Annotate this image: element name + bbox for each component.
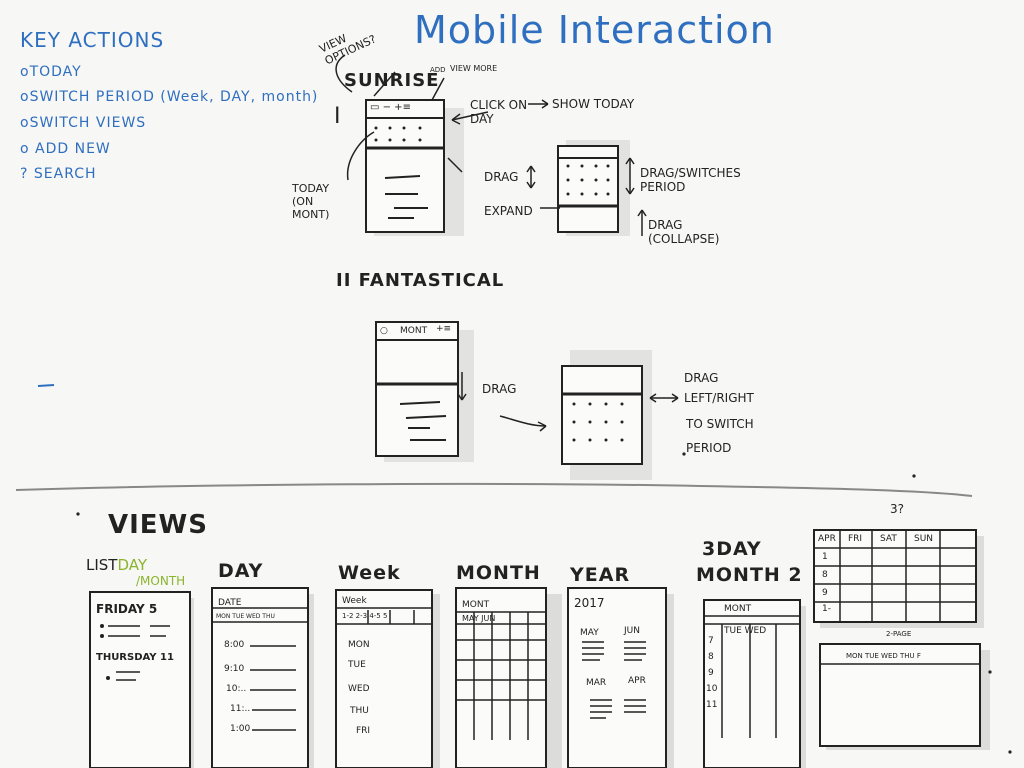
day-view-time: 11:.. [230, 704, 251, 714]
three-day-view-header: MONT [724, 604, 752, 614]
key-action-item: ? SEARCH [20, 166, 97, 182]
show-today-note: SHOW TODAY [552, 97, 635, 111]
list-view-label: LISTDAY [86, 556, 148, 574]
two-page-columns: MON TUE WED THU F [846, 652, 921, 660]
year-view-header: 2017 [574, 596, 605, 610]
extra-row: 9 [822, 588, 828, 598]
two-page-label: 2-PAGE [886, 630, 912, 638]
key-action-item: oTODAY [20, 64, 82, 80]
year-month-label: MAY [580, 628, 599, 638]
sunrise-numeral: I [334, 104, 341, 129]
key-action-item: oSWITCH PERIOD (Week, DAY, month) [20, 89, 319, 105]
sunrise-phone-expanded [557, 140, 630, 236]
key-actions-heading: KEY ACTIONS [20, 28, 165, 52]
today-on-month-note: TODAY (ON MONT) [292, 182, 330, 221]
week-view-day: TUE [348, 660, 366, 670]
drag-switches-period-note: DRAG/SWITCHES PERIOD [640, 166, 741, 194]
fantastical-arrows [457, 372, 679, 432]
drag-left-right-note: DRAG LEFT/RIGHT [684, 371, 754, 405]
extra-col: FRI [848, 534, 863, 544]
extra-row: 1 [822, 552, 828, 562]
three-day-num: 11 [706, 700, 718, 710]
month-view-label: MONTH [456, 562, 541, 584]
extra-question: 3? [890, 502, 905, 516]
week-view-day: WED [348, 684, 370, 694]
week-view-day: FRI [356, 726, 371, 736]
blue-dash [37, 384, 55, 387]
drag-collapse-note: DRAG (COLLAPSE) [648, 218, 720, 246]
fantastical-heading: II FANTASTICAL [336, 270, 505, 291]
fantastical-phone [375, 321, 474, 462]
three-day-num: 7 [708, 636, 714, 646]
click-on-day-note: CLICK ON DAY [470, 98, 528, 126]
drag-note: DRAG [484, 170, 519, 184]
week-view-day: THU [350, 706, 369, 716]
month-view-columns: MAY JUN [462, 614, 496, 623]
year-month-label: JUN [624, 626, 640, 636]
stray-dots [76, 452, 1012, 754]
view-more-note: VIEW MORE [450, 64, 498, 73]
fantastical-add-icon[interactable]: +≡ [436, 324, 452, 334]
year-month-label: MAR [586, 678, 607, 688]
three-day-view-sublabel: MONTH 2 [696, 564, 803, 586]
three-day-view-label: 3DAY [702, 538, 762, 560]
page-title: Mobile Interaction [414, 8, 775, 52]
year-view-label: YEAR [570, 564, 631, 586]
fantastical-dots [572, 402, 624, 442]
extra-row: 8 [822, 570, 828, 580]
month-view-header: MONT [462, 600, 490, 610]
fantastical-menu-icon[interactable]: ○ [380, 326, 388, 336]
fantastical-mont-label: MONT [400, 326, 428, 336]
day-view-time: 1:00 [230, 724, 251, 734]
sunrise-toolbar-icons[interactable]: ▭ − +≡ [370, 102, 411, 113]
three-day-view-columns: TUE WED [724, 626, 767, 636]
list-thursday-header: THURSDAY 11 [96, 652, 174, 663]
key-action-item: oSWITCH VIEWS [20, 115, 147, 131]
day-view-header: DATE [218, 598, 242, 608]
sunrise-arrows [335, 54, 647, 236]
views-phones [89, 529, 990, 768]
year-month-label: APR [628, 676, 646, 686]
list-friday-header: FRIDAY 5 [96, 602, 158, 616]
day-view-label: DAY [218, 560, 264, 582]
week-view-day: MON [348, 640, 370, 650]
sunrise-phone [365, 99, 464, 236]
fantastical-phone-month [561, 350, 652, 480]
extra-col: APR [818, 534, 836, 544]
week-view-label: Week [338, 562, 401, 584]
expand-note: EXPAND [484, 204, 533, 218]
section-divider [15, 482, 973, 497]
sunrise-expanded-dots [566, 164, 610, 196]
week-view-header: Week [342, 596, 367, 606]
day-view-time: 8:00 [224, 640, 245, 650]
list-month-label: /MONTH [136, 574, 186, 588]
add-note: ADD [430, 66, 446, 74]
extra-col: SAT [880, 534, 897, 544]
fantastical-drag-note: DRAG [482, 382, 517, 396]
key-action-item: o ADD NEW [20, 141, 111, 157]
views-heading: VIEWS [108, 510, 208, 540]
three-day-num: 8 [708, 652, 714, 662]
views-inner-lines [108, 530, 980, 740]
day-view-columns: MON TUE WED THU [216, 613, 275, 620]
day-view-time: 9:10 [224, 664, 245, 674]
to-switch-period-note: TO SWITCH PERIOD [686, 417, 754, 455]
three-day-num: 9 [708, 668, 714, 678]
sunrise-dots [374, 126, 422, 142]
extra-col: SUN [914, 534, 934, 544]
three-day-num: 10 [706, 684, 718, 694]
sunrise-heading: SUNRISE [344, 70, 440, 91]
day-view-time: 10:.. [226, 684, 247, 694]
week-view-ranges: 1-2 2-3 4-5 5 [342, 612, 388, 620]
extra-row: 1- [822, 604, 831, 614]
